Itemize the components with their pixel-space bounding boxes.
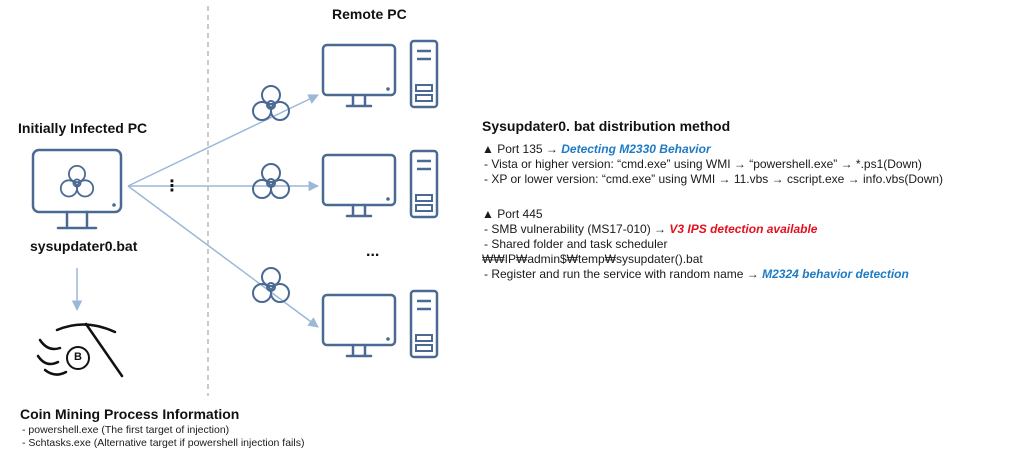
port445-shared: - Shared folder and task scheduler <box>484 237 668 251</box>
mining-pickaxe-icon <box>36 322 124 378</box>
register-prefix: - Register and run the service with rand… <box>484 267 763 281</box>
vertical-ellipsis: ⋮ <box>164 178 180 195</box>
remote-pc-icon-2 <box>321 149 439 219</box>
port135-item-1: - Vista or higher version: “cmd.exe” usi… <box>484 157 922 171</box>
mining-title: Coin Mining Process Information <box>20 406 240 422</box>
remote-pc-label: Remote PC <box>332 6 407 22</box>
smb-highlight: V3 IPS detection available <box>669 222 818 236</box>
biohazard-icon-1 <box>252 85 290 121</box>
port445-path: ₩₩IP₩admin$₩temp₩sysupdater().bat <box>482 252 703 266</box>
mining-item-1: - powershell.exe (The first target of in… <box>22 424 230 436</box>
smb-prefix: - SMB vulnerability (MS17-010) → <box>484 222 670 236</box>
biohazard-icon-2 <box>252 163 290 199</box>
arrow-to-remote-3 <box>127 185 319 328</box>
bitcoin-symbol: B <box>74 351 82 363</box>
infected-pc-label: Initially Infected PC <box>18 120 148 136</box>
port135-highlight: Detecting M2330 Behavior <box>561 142 711 156</box>
port135-line: ▲ Port 135 → Detecting M2330 Behavior <box>482 142 711 157</box>
infected-pc-icon <box>31 148 123 230</box>
port445-header: ▲ Port 445 <box>482 207 543 221</box>
arrow-to-remote-1 <box>127 94 319 187</box>
distribution-title: Sysupdater0. bat distribution method <box>482 118 731 134</box>
file-name-label: sysupdater0.bat <box>30 238 138 254</box>
remote-pc-icon-1 <box>321 39 439 109</box>
remote-pc-icon-3 <box>321 289 439 359</box>
port135-item-2: - XP or lower version: “cmd.exe” using W… <box>484 172 944 186</box>
port135-prefix: ▲ Port 135 → <box>482 142 562 156</box>
remote-ellipsis: ... <box>366 243 380 260</box>
mining-item-2: - Schtasks.exe (Alternative target if po… <box>22 437 305 449</box>
port445-register-line: - Register and run the service with rand… <box>484 267 909 282</box>
biohazard-icon-3 <box>252 267 290 303</box>
port445-smb-line: - SMB vulnerability (MS17-010) → V3 IPS … <box>484 222 817 237</box>
register-highlight: M2324 behavior detection <box>762 267 909 281</box>
